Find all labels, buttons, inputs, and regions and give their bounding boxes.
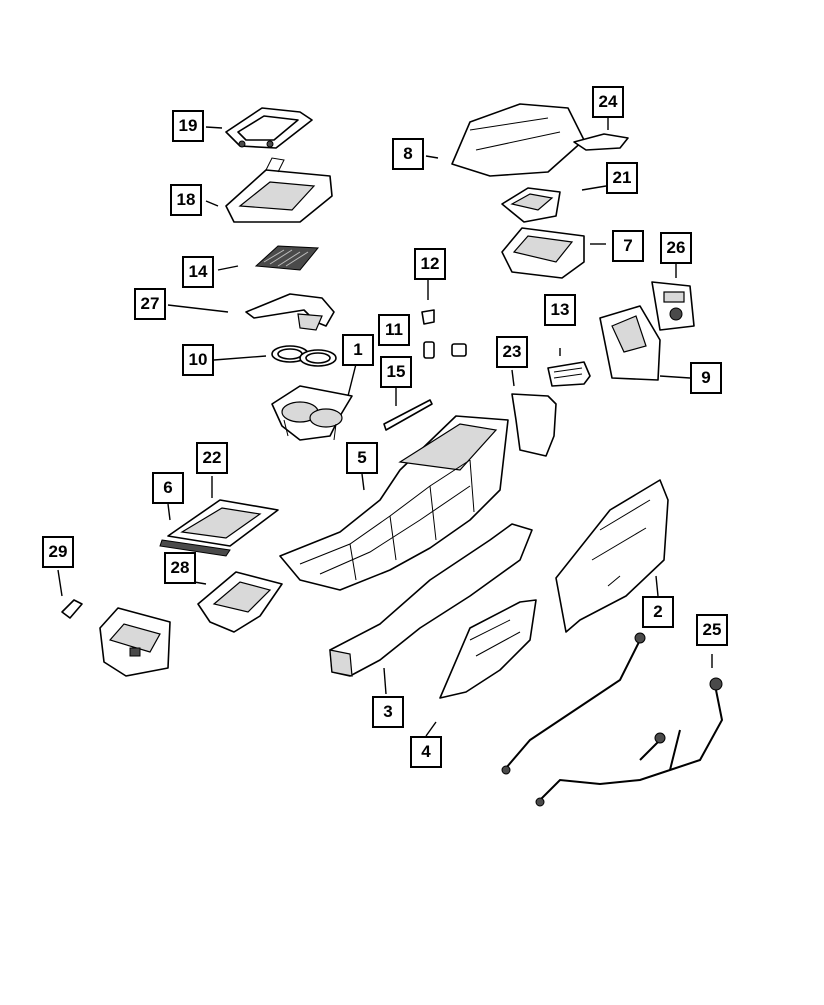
part-11-switch [423,341,467,359]
part-25-harness [535,677,724,807]
callout-8: 8 [392,138,424,170]
part-15-bar [383,399,433,431]
callout-12: 12 [414,248,446,280]
part-7-tray [501,227,585,279]
callout-3: 3 [372,696,404,728]
part-19-bezel-frame [225,107,313,149]
callout-5: 5 [346,442,378,474]
part-6-mat-base [159,539,231,557]
callout-23: 23 [496,336,528,368]
callout-4: 4 [410,736,442,768]
part-8-armrest [451,103,585,177]
callout-7: 7 [612,230,644,262]
callout-24: 24 [592,86,624,118]
callout-6: 6 [152,472,184,504]
part-14-mat [254,245,320,271]
callout-15: 15 [380,356,412,388]
part-2-harness [501,632,646,775]
part-26-switch-bezel [651,281,695,331]
callout-14: 14 [182,256,214,288]
leader-lines [57,118,713,737]
part-5-console-frame [279,415,509,591]
callout-2: 2 [642,596,674,628]
callout-18: 18 [170,184,202,216]
part-10-cup-rings [271,345,337,367]
callout-25: 25 [696,614,728,646]
part-24-latch [573,133,629,151]
callout-28: 28 [164,552,196,584]
part-23-bracket [511,393,557,457]
part-18-upper-tray [225,157,333,223]
callout-26: 26 [660,232,692,264]
part-13-vent [547,361,591,387]
callout-21: 21 [606,162,638,194]
part-4-side-panel [439,599,537,699]
part-21-bin [501,187,561,223]
part-1-cup-holder [271,385,353,441]
part-12-clip [421,309,435,325]
callout-19: 19 [172,110,204,142]
callout-13: 13 [544,294,576,326]
callout-9: 9 [690,362,722,394]
callout-1: 1 [342,334,374,366]
callout-27: 27 [134,288,166,320]
part-27-trim-strip [245,293,335,331]
part-29-plug [61,599,83,619]
part-3-duct [329,523,533,677]
part-2-side-trim [555,479,669,633]
callout-29: 29 [42,536,74,568]
part-22-mat [167,499,279,547]
part-28-bracket [197,571,283,633]
callout-11: 11 [378,314,410,346]
callout-22: 22 [196,442,228,474]
part-module-housing [99,607,171,677]
part-9-rear-panel [599,305,661,381]
callout-10: 10 [182,344,214,376]
